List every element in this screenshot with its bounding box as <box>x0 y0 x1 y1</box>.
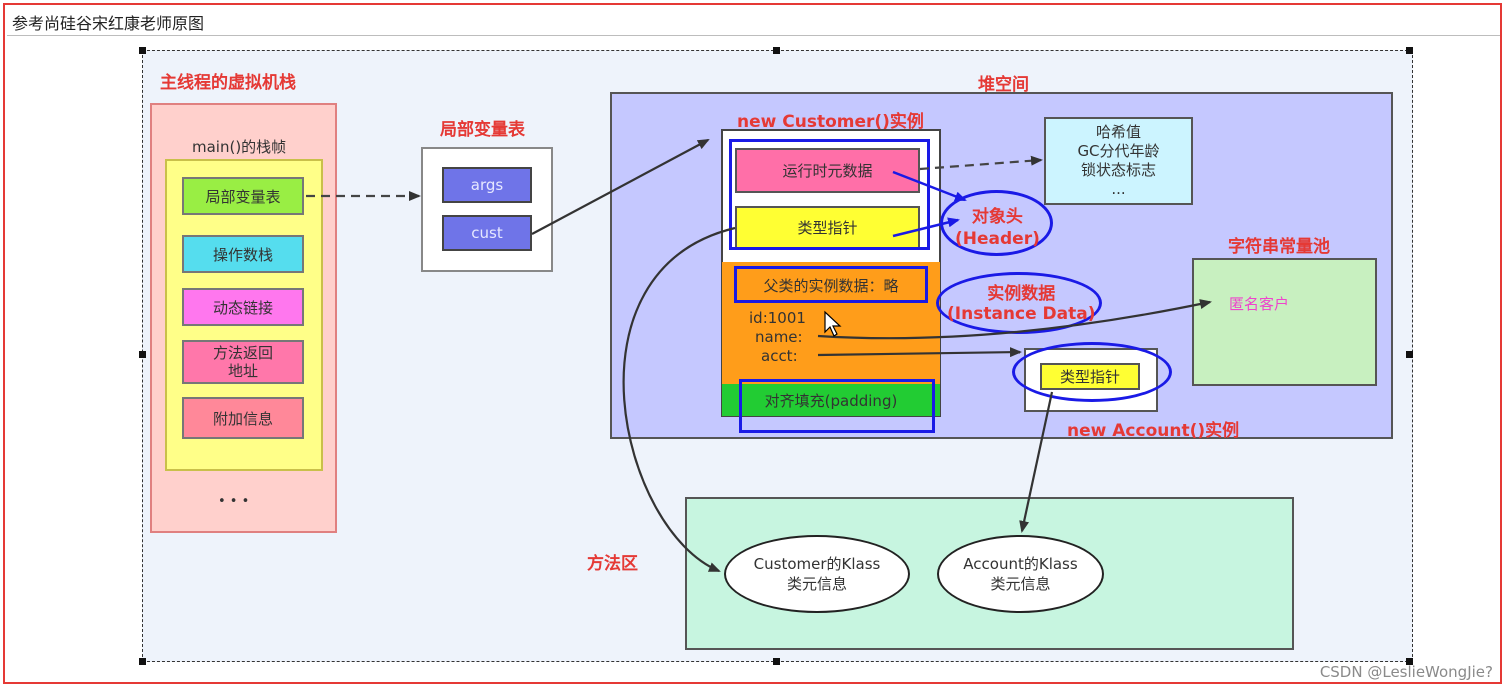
field-name: name: <box>755 328 803 346</box>
padding-block: 对齐填充(padding) <box>722 384 940 416</box>
string-pool-panel <box>1192 258 1377 386</box>
stack-item-extra-info: 附加信息 <box>182 397 304 439</box>
meta-ellipsis: ... <box>1111 180 1126 198</box>
resize-handle-bl[interactable] <box>139 658 146 665</box>
resize-handle-mr[interactable] <box>1406 351 1413 358</box>
window-frame <box>3 3 1502 684</box>
stack-item-dynamic-link: 动态链接 <box>182 288 304 326</box>
resize-handle-tc[interactable] <box>773 47 780 54</box>
arrow-account-to-klass <box>1019 391 1054 533</box>
locals-label: 局部变量表 <box>440 120 525 140</box>
arrow-meta-to-info <box>919 155 1043 171</box>
header-highlight <box>729 139 930 250</box>
locals-var-cust: cust <box>442 215 532 251</box>
heap-label: 堆空间 <box>978 75 1029 95</box>
window-title: 参考尚硅谷宋红康老师原图 <box>12 14 205 33</box>
customer-instance-label: new Customer()实例 <box>737 112 924 132</box>
header-note: 对象头 (Header) <box>955 207 1040 249</box>
padding-highlight <box>739 379 935 433</box>
meta-lock-flag: 锁状态标志 <box>1080 161 1156 179</box>
stack-item-operand: 操作数栈 <box>182 235 304 273</box>
stack-frame-label: main()的栈帧 <box>192 138 287 156</box>
watermark: CSDN @LeslieWongJie? <box>1319 663 1493 681</box>
header-runtime-meta: 运行时元数据 <box>735 148 920 193</box>
object-meta-info: 哈希值 GC分代年龄 锁状态标志 ... <box>1044 117 1193 205</box>
string-pool-label: 字符串常量池 <box>1228 237 1330 257</box>
stack-item-return-address: 方法返回 地址 <box>182 340 304 384</box>
account-pointer-ellipse <box>1012 342 1172 402</box>
resize-handle-bc[interactable] <box>773 658 780 665</box>
parent-instance-data: 父类的实例数据：略 <box>763 276 899 295</box>
arrow-name-to-string <box>817 299 1212 340</box>
account-klass: Account的Klass 类元信息 <box>937 535 1104 613</box>
instance-note: 实例数据 (Instance Data) <box>947 284 1096 324</box>
field-id: id:1001 <box>749 309 806 327</box>
resize-handle-ml[interactable] <box>139 351 146 358</box>
string-value: 匿名客户 <box>1229 295 1290 313</box>
arrow-runtime-to-header <box>892 170 967 202</box>
arrow-type-to-header <box>892 217 960 238</box>
account-instance-label: new Account()实例 <box>1067 421 1240 441</box>
stack-item-local-vars: 局部变量表 <box>182 177 304 215</box>
customer-klass: Customer的Klass 类元信息 <box>724 535 910 613</box>
field-acct: acct: <box>761 347 798 365</box>
stack-ellipsis: • • • <box>218 494 250 509</box>
method-area-label: 方法区 <box>587 554 638 574</box>
arrow-type-to-klass <box>622 226 736 573</box>
resize-handle-br[interactable] <box>1406 658 1413 665</box>
arrow-acct-to-account <box>817 347 1022 358</box>
meta-hash: 哈希值 <box>1095 123 1141 141</box>
resize-handle-tr[interactable] <box>1406 47 1413 54</box>
mouse-cursor-icon <box>824 310 842 337</box>
instance-data-highlight <box>734 266 928 303</box>
meta-gc-age: GC分代年龄 <box>1077 142 1160 160</box>
locals-var-args: args <box>442 167 532 203</box>
resize-handle-tl[interactable] <box>139 47 146 54</box>
arrow-cust-to-customer <box>531 139 710 235</box>
title-divider <box>7 35 1500 36</box>
stack-label: 主线程的虚拟机栈 <box>160 73 296 93</box>
